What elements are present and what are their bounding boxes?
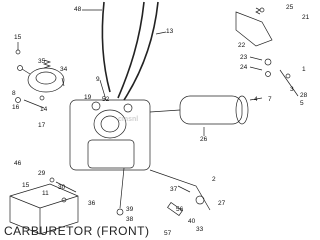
- vent-tube-1: [101, 1, 111, 93]
- callout-30: 30: [58, 184, 66, 191]
- callout-19: 19: [84, 94, 92, 101]
- callout-5: 5: [300, 100, 304, 107]
- callout-16: 16: [12, 104, 20, 111]
- carburetor-body: [69, 99, 151, 171]
- callout-34: 34: [60, 66, 68, 73]
- watermark-text: cmsnl: [118, 116, 139, 123]
- callout-33: 33: [196, 226, 204, 233]
- callout-46: 46: [14, 160, 22, 167]
- callout-3: 3: [290, 86, 294, 93]
- callout-14: 14: [40, 106, 48, 113]
- linkage-arm: [149, 169, 211, 211]
- callout-17: 17: [38, 122, 46, 129]
- callout-15-lower: 15: [22, 182, 30, 189]
- vent-tube-3: [123, 1, 159, 101]
- callout-27: 27: [218, 200, 226, 207]
- callout-29: 29: [38, 170, 46, 177]
- callout-26: 26: [200, 136, 208, 143]
- callout-52: 52: [102, 96, 110, 103]
- mount-bracket: [235, 11, 273, 47]
- callout-9: 9: [96, 76, 100, 83]
- callout-28: 28: [300, 92, 308, 99]
- callout-23: 23: [240, 54, 248, 61]
- callout-40: 40: [188, 218, 196, 225]
- callout-56: 56: [176, 206, 184, 213]
- callout-57: 57: [164, 230, 172, 237]
- diaphragm-cover: [27, 67, 65, 93]
- callout-2: 2: [212, 176, 216, 183]
- callout-4: 4: [254, 96, 258, 103]
- callout-15: 15: [14, 34, 22, 41]
- vent-tube-2: [117, 1, 145, 99]
- float-bowl: [9, 183, 79, 235]
- callout-36: 36: [88, 200, 96, 207]
- spring-35: [42, 59, 52, 69]
- callout-37: 37: [170, 186, 178, 193]
- callout-22: 22: [238, 42, 246, 49]
- callout-48: 48: [74, 6, 82, 13]
- callout-39: 39: [126, 206, 134, 213]
- diagram-title: CARBURETOR (FRONT): [4, 224, 150, 238]
- callout-25: 25: [286, 4, 294, 11]
- intake-duct: [179, 95, 243, 125]
- callout-21: 21: [302, 14, 310, 21]
- callout-38: 38: [126, 216, 134, 223]
- callout-35: 35: [38, 58, 46, 65]
- callout-24: 24: [240, 64, 248, 71]
- callout-8: 8: [12, 90, 16, 97]
- callout-11: 11: [42, 190, 49, 197]
- callout-13: 13: [166, 28, 174, 35]
- callout-1: 1: [302, 66, 306, 73]
- callout-7: 7: [268, 96, 272, 103]
